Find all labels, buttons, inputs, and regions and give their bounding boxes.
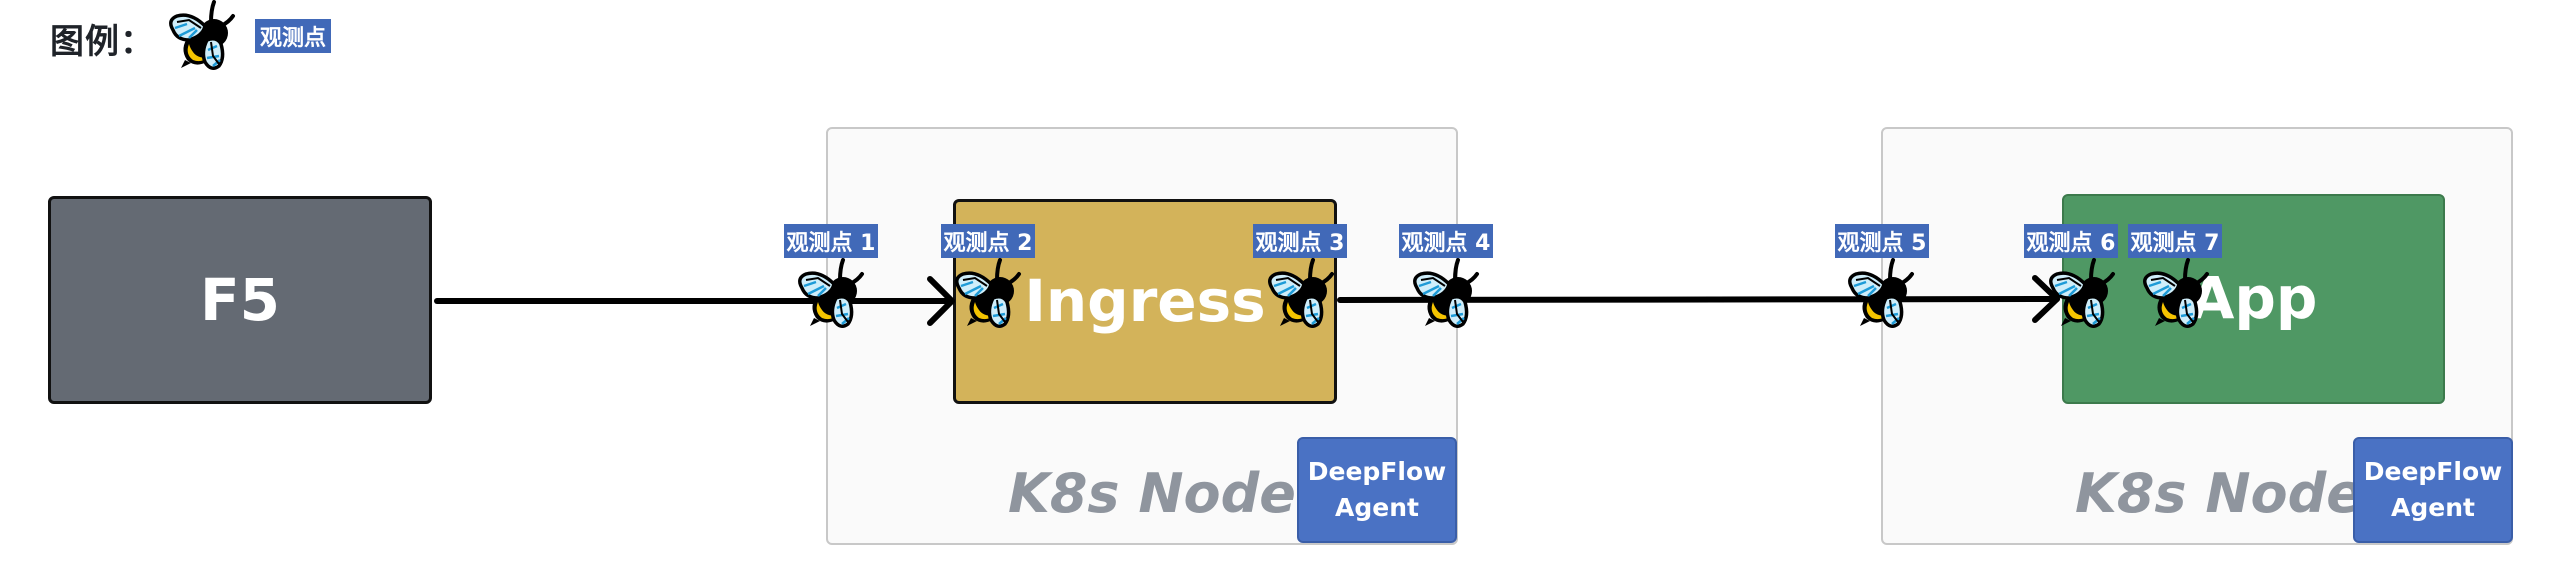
observation-point-4-label: 观测点 4 — [1399, 224, 1493, 258]
bee-icon[interactable] — [796, 258, 866, 330]
deepflow-agent-1[interactable]: DeepFlow Agent — [1297, 437, 1457, 543]
observation-point-7-label: 观测点 7 — [2128, 224, 2222, 258]
observation-point-1-label: 观测点 1 — [784, 224, 878, 258]
arrowhead-app — [2032, 275, 2060, 323]
agent-line2: Agent — [2391, 493, 2475, 522]
bee-icon[interactable] — [2047, 258, 2117, 330]
observation-point-2-label: 观测点 2 — [941, 224, 1035, 258]
app-label: App — [2189, 264, 2318, 332]
bee-icon[interactable] — [953, 258, 1023, 330]
agent-line1: DeepFlow — [2363, 457, 2503, 486]
deepflow-agent-2[interactable]: DeepFlow Agent — [2353, 437, 2513, 543]
bee-icon[interactable] — [1846, 258, 1916, 330]
agent-line1: DeepFlow — [1307, 457, 1447, 486]
observation-point-5-label: 观测点 5 — [1835, 224, 1929, 258]
bee-icon[interactable] — [1411, 258, 1481, 330]
k8s-node-label-1: K8s Node — [1008, 462, 1296, 525]
observation-point-6-label: 观测点 6 — [2024, 224, 2118, 258]
observation-point-3-label: 观测点 3 — [1253, 224, 1347, 258]
bee-icon[interactable] — [1266, 258, 1336, 330]
bee-icon[interactable] — [2141, 258, 2211, 330]
app-box[interactable]: App — [2062, 194, 2445, 404]
arrowhead-ingress — [927, 276, 955, 326]
legend-title: 图例： — [50, 22, 155, 62]
k8s-node-label-2: K8s Node — [2075, 462, 2363, 525]
f5-box[interactable]: F5 — [48, 196, 432, 404]
legend-observation-label: 观测点 — [255, 19, 331, 53]
f5-label: F5 — [200, 266, 280, 334]
ingress-label: Ingress — [1024, 266, 1266, 335]
agent-line2: Agent — [1335, 493, 1419, 522]
